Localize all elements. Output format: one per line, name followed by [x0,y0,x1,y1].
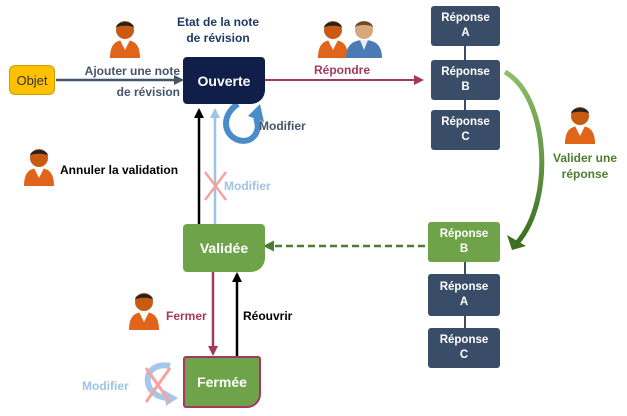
loop-arrow-icon [144,362,173,402]
response-top-b: Réponse B [431,60,500,100]
annuler-label: Annuler la validation [60,163,179,177]
response-label: Réponse [439,281,489,293]
ajouter-line-1: Ajouter une note [84,64,180,78]
ouverte-node: Ouverte [183,57,265,104]
response-bottom-b: Réponse B [428,222,500,262]
response-bottom-c: Réponse C [428,328,500,368]
response-top-c: Réponse C [431,110,500,150]
title-line-2: de révision [186,31,250,45]
person-group-icon [318,21,382,58]
repondre-label: Répondre [314,63,371,77]
fermer-label: Fermer [166,309,207,323]
validee-node: Validée [183,224,265,272]
person-icon [24,149,54,186]
response-label: Réponse [441,12,490,24]
response-letter: A [461,27,470,39]
objet-node: Objet [9,65,55,95]
reouvrir-label: Réouvrir [243,309,293,323]
response-letter: B [459,243,469,255]
fermee-node: Fermée [183,356,261,408]
diagram-title: Etat de la note de révision [168,14,268,46]
person-icon [110,21,140,58]
title-line-1: Etat de la note [176,15,259,29]
arrow-valider-head [507,235,526,250]
loop-arrow-head [248,104,264,122]
response-bottom-a: Réponse A [428,274,500,316]
response-label: Réponse [441,116,490,128]
response-letter: C [459,349,469,361]
response-letter: C [461,131,470,143]
response-letter: B [461,81,470,93]
modifier-fermee-label: Modifier [82,379,129,393]
modifier-crossed-label: Modifier [224,179,271,193]
response-label: Réponse [439,228,489,240]
response-label: Réponse [441,66,490,78]
cross-icon [144,367,172,403]
valider-line-1: Valider une [552,151,618,165]
response-label: Réponse [439,334,489,346]
modifier-ouverte-label: Modifier [259,119,306,133]
arrow-valider-curve [503,69,545,245]
person-icon [565,107,595,144]
response-top-a: Réponse A [431,6,500,46]
valider-line-2: réponse [561,167,609,181]
loop-arrow-head [164,390,178,406]
valider-label: Valider une réponse [545,150,625,182]
response-letter: A [459,296,469,308]
loop-arrow-icon [223,101,261,144]
person-icon [129,293,159,330]
ajouter-line-2: de révision [116,85,180,99]
ajouter-label: Ajouter une note de révision [72,63,180,100]
cross-icon [204,171,227,201]
